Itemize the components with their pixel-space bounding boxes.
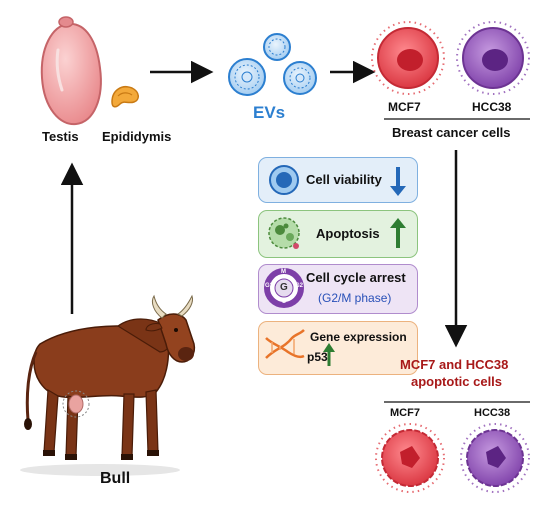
- cell-cycle-label: Cell cycle arrest: [306, 270, 406, 285]
- dna-icon-front: [265, 329, 305, 359]
- hcc38-cell-apoptotic: [460, 423, 530, 493]
- cell-cycle-ring: [264, 268, 304, 308]
- mcf7-cell-top: [371, 21, 445, 95]
- cell-cycle-m-label: M: [281, 269, 286, 275]
- result-title-line1: MCF7 and HCC38: [400, 357, 509, 372]
- epididymis-illustration: [111, 86, 139, 108]
- evs-label: EVs: [253, 103, 286, 122]
- apoptosis-up-arrow-front: [390, 218, 406, 248]
- result-title-line2: apoptotic cells: [411, 374, 503, 389]
- ev-vesicle: [283, 61, 317, 95]
- cell-viability-label: Cell viability: [306, 172, 382, 187]
- mcf7-cell-apoptotic: [375, 423, 445, 493]
- cell-cycle-g2-label: G2: [295, 283, 304, 289]
- gene-expression-box: [258, 321, 418, 375]
- ev-vesicles: [228, 33, 317, 96]
- gene-expression-label: Gene expression: [310, 330, 407, 344]
- apoptosis-label: Apoptosis: [316, 226, 380, 241]
- cell-cycle-g1-label: G1: [265, 283, 274, 289]
- gene-expression-up-arrow-front: [323, 343, 335, 366]
- testis-illustration: [40, 16, 102, 126]
- bull-illustration: [20, 294, 196, 476]
- testis-label: Testis: [42, 129, 79, 144]
- breast-cancer-cells-label: Breast cancer cells: [392, 125, 511, 140]
- hcc38-label-bottom: HCC38: [474, 407, 511, 419]
- cell-cycle-phase-label: (G2/M phase): [318, 291, 392, 305]
- epididymis-label: Epididymis: [102, 129, 172, 144]
- cell-cycle-g-label: G: [280, 282, 288, 293]
- hcc38-cell-top: [456, 21, 530, 95]
- mcf7-label-top: MCF7: [388, 100, 421, 114]
- ev-vesicle: [228, 58, 266, 96]
- cell-cycle-s-label: S: [282, 299, 287, 305]
- ev-vesicle: [263, 33, 291, 61]
- cell-viability-icon-front: [269, 165, 299, 195]
- mcf7-label-bottom: MCF7: [390, 407, 420, 419]
- p53-label: p53: [307, 350, 328, 364]
- apoptosis-icon-front: [268, 217, 300, 249]
- bull-label: Bull: [100, 470, 131, 487]
- cell-viability-down-arrow-front: [390, 167, 406, 196]
- hcc38-label-top: HCC38: [472, 100, 512, 114]
